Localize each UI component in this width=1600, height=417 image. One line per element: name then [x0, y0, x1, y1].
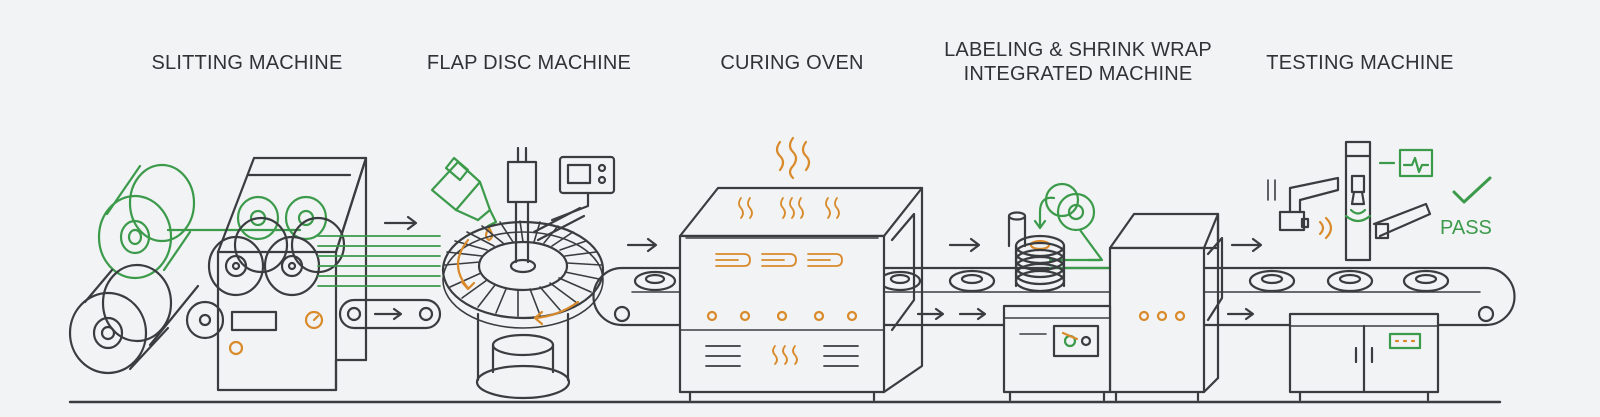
- monitor-waveform-icon: [1378, 148, 1434, 178]
- station-label-curing-oven: CURING OVEN: [720, 51, 863, 75]
- glue-bottle-icon: [430, 156, 498, 228]
- camera-icon: [1278, 210, 1310, 232]
- flap-disc-machine: [430, 146, 616, 400]
- control-panel-icon: [550, 155, 616, 222]
- process-arrow-icon: [626, 237, 658, 253]
- green-raw-roll: [97, 163, 302, 280]
- testing-machine: [1267, 140, 1492, 402]
- feed-conveyor: [338, 298, 442, 330]
- station-label-line: LABELING & SHRINK WRAP: [944, 39, 1212, 61]
- process-arrow-icon: [948, 237, 981, 253]
- station-label-labeling-shrink-wrap: LABELING & SHRINK WRAP INTEGRATED MACHIN…: [944, 38, 1212, 86]
- slitting-machine: [68, 156, 441, 392]
- heat-waves-icon: [775, 136, 811, 180]
- station-label-flap-disc: FLAP DISC MACHINE: [427, 51, 631, 75]
- station-label-line: TESTING MACHINE: [1266, 52, 1454, 74]
- station-label-line: SLITTING MACHINE: [151, 52, 343, 74]
- station-label-testing: TESTING MACHINE: [1266, 51, 1453, 75]
- station-label-line: CURING OVEN: [720, 52, 864, 74]
- curing-oven: [678, 136, 924, 402]
- checkmark-icon: [1452, 176, 1492, 204]
- station-label-line: INTEGRATED MACHINE: [963, 63, 1193, 85]
- labeling-shrink-wrap-machine: [1002, 182, 1224, 402]
- pass-result-text: PASS: [1440, 217, 1492, 239]
- slit-strips: [317, 235, 441, 287]
- flow-arrows: [916, 307, 1255, 321]
- station-label-slitting: SLITTING MACHINE: [152, 51, 343, 75]
- station-label-line: FLAP DISC MACHINE: [426, 52, 632, 74]
- process-arrow-icon: [1230, 237, 1263, 253]
- process-arrow-icon: [383, 215, 418, 231]
- dark-raw-roll: [68, 263, 200, 375]
